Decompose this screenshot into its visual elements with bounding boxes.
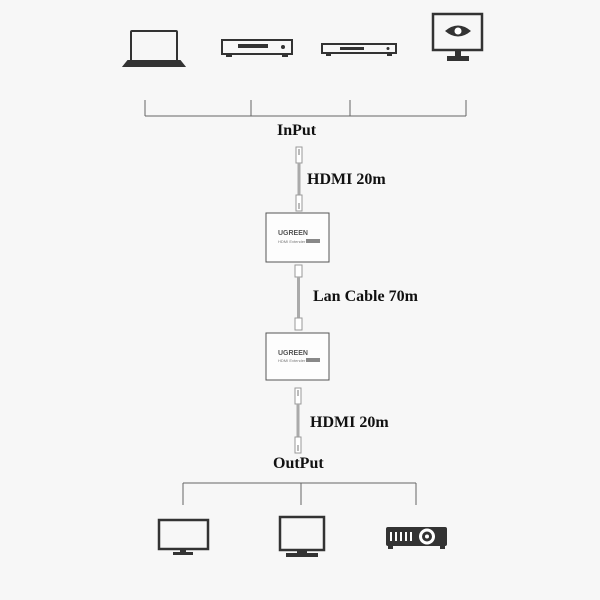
transmitter-model: HDMI Extender 70	[278, 239, 312, 244]
lan-cable	[294, 264, 303, 331]
tv-icon	[278, 515, 326, 557]
lan-cable-label: Lan Cable 70m	[313, 288, 418, 305]
dvd-player-icon	[221, 39, 293, 57]
hdmi-bottom-label: HDMI 20m	[310, 414, 389, 431]
hdmi-cable-top	[295, 146, 303, 212]
extender-receiver: UGREEN HDMI Extender 70	[265, 332, 330, 381]
receiver-model: HDMI Extender 70	[278, 358, 312, 363]
monitor-icon	[157, 518, 210, 555]
input-label: InPut	[277, 122, 317, 139]
receiver-brand: UGREEN	[278, 350, 308, 357]
hdmi-top-label: HDMI 20m	[307, 171, 386, 188]
output-bracket	[182, 482, 417, 505]
camera-monitor-icon	[431, 12, 484, 61]
output-label: OutPut	[273, 455, 324, 472]
projector-icon	[386, 527, 447, 549]
transmitter-brand: UGREEN	[278, 230, 308, 237]
laptop-icon	[121, 30, 187, 67]
hdmi-cable-bottom	[294, 387, 302, 454]
set-top-box-icon	[321, 43, 397, 56]
extender-transmitter: UGREEN HDMI Extender 70	[265, 212, 330, 263]
input-bracket	[144, 100, 467, 117]
